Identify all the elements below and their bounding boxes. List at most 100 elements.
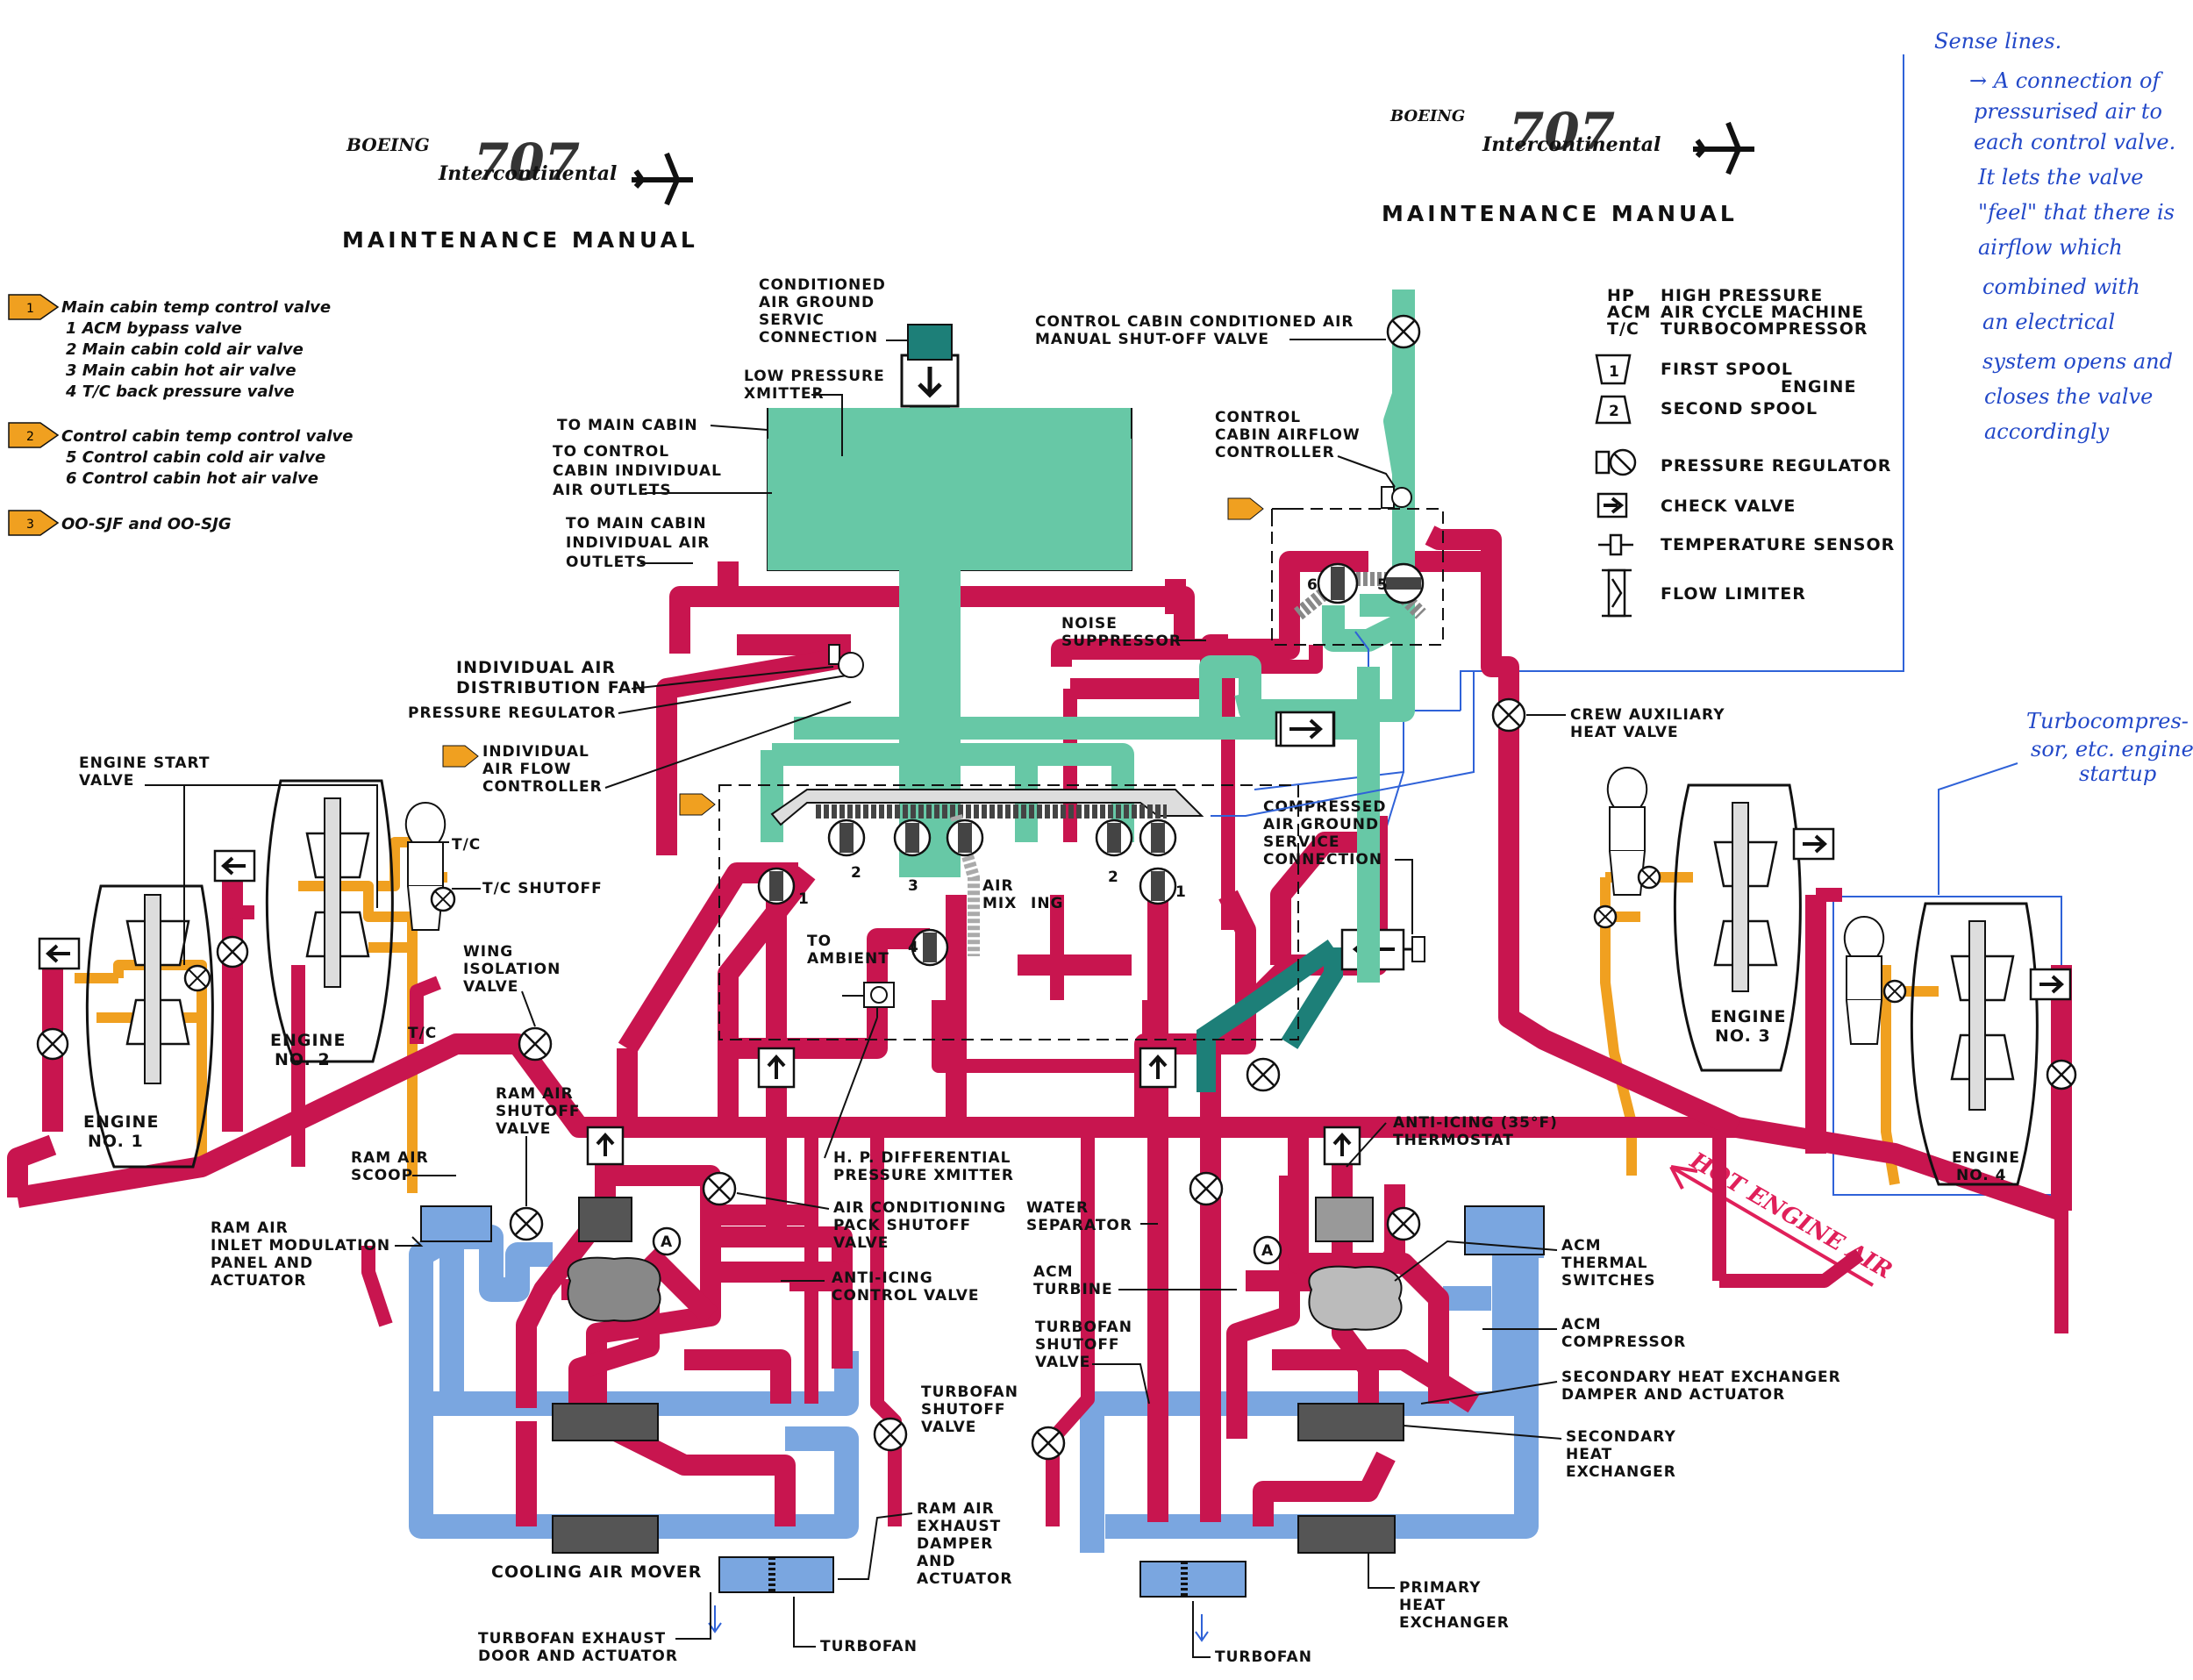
- marker-1-icon: [8, 294, 60, 320]
- airplane-icon: [632, 152, 693, 206]
- valve-icon: [946, 819, 984, 857]
- label-line: HEAT: [1399, 1597, 1446, 1614]
- note-line: each control valve.: [1974, 130, 2175, 154]
- label-line: SECONDARY: [1566, 1428, 1676, 1446]
- valve-icon: [757, 867, 796, 905]
- air-mix-manifold: 1 2 3 4 2 1 AIR MIX ING: [718, 508, 1444, 1040]
- label-line: SUPPRESSOR: [1061, 633, 1182, 650]
- pressure-regulator-icon: [828, 644, 864, 678]
- header-left: BOEING 707 Intercontinental MAINTENANCE …: [342, 132, 698, 253]
- label-line: ACM: [1561, 1237, 1602, 1255]
- note-line: pressurised air to: [1974, 99, 2162, 124]
- label-line: SHUTOFF: [496, 1103, 581, 1120]
- label-line: RAM AIR: [917, 1500, 995, 1518]
- label-line: SHUTOFF: [921, 1401, 1006, 1419]
- engine-3-label: ENGINE: [1711, 1007, 1786, 1026]
- label-line: PANEL AND: [211, 1255, 313, 1272]
- label-line: VALVE: [463, 978, 518, 996]
- legend-item: 6 Control cabin hot air valve: [66, 469, 318, 488]
- note-line: sor, etc. engine: [2031, 737, 2193, 761]
- label-line: TURBOFAN: [820, 1638, 918, 1655]
- legend-title-2: Control cabin temp control valve: [61, 427, 353, 446]
- label-line: TURBOFAN: [1215, 1648, 1312, 1666]
- label-line: TURBOFAN: [921, 1383, 1018, 1401]
- manual-title-left: MAINTENANCE MANUAL: [342, 227, 698, 253]
- svg-text:2: 2: [1609, 403, 1620, 420]
- primary-heat-exchanger-icon: [552, 1515, 659, 1554]
- label-line: CABIN INDIVIDUAL: [553, 462, 722, 480]
- engine-4-label: NO. 4: [1956, 1167, 2007, 1184]
- legend-title-1: Main cabin temp control valve: [61, 298, 331, 317]
- label-line: CABIN AIRFLOW: [1215, 426, 1361, 444]
- label-line: CREW AUXILIARY: [1570, 706, 1725, 724]
- legend-item: 3 Main cabin hot air valve: [66, 361, 296, 380]
- symbol-label: PRESSURE REGULATOR: [1661, 456, 1891, 475]
- svg-text:1: 1: [1609, 363, 1620, 381]
- valve-icon: [893, 819, 932, 857]
- engine-2: 1 2: [265, 779, 394, 1063]
- label-line: HEAT VALVE: [1570, 724, 1679, 741]
- acm-icon: [567, 1256, 661, 1322]
- label-line: TO CONTROL: [553, 443, 669, 461]
- abbr-value: TURBOCOMPRESSOR: [1661, 319, 1868, 339]
- label-line: AIR OUTLETS: [553, 482, 672, 499]
- valve-icon: [216, 935, 249, 969]
- label-line: PRESSURE REGULATOR: [408, 704, 617, 722]
- note-line: → A connection of: [1969, 68, 2163, 93]
- engine-3: 1 2: [1673, 783, 1802, 1072]
- conditioned-air-ducts: [761, 290, 1415, 983]
- label-line: ISOLATION: [463, 961, 561, 978]
- pack-shutoff-valve-icon: [702, 1171, 737, 1206]
- label-line: DAMPER AND ACTUATOR: [1561, 1386, 1785, 1404]
- label-line: TURBOFAN: [1035, 1319, 1132, 1336]
- pack-right-components: A: [1139, 1197, 1404, 1642]
- label-line: ENGINE START: [79, 754, 210, 772]
- note-line: system opens and: [1982, 349, 2173, 374]
- legend-right: HP HIGH PRESSURE ACM AIR CYCLE MACHINE T…: [1595, 286, 1894, 618]
- label-line: SERVIC: [759, 311, 825, 329]
- turbofan-icon: [718, 1556, 834, 1593]
- turbofan-shutoff-left-icon: [873, 1417, 908, 1452]
- label-line: THERMOSTAT: [1393, 1132, 1514, 1149]
- engine-2-label: ENGINE: [270, 1031, 346, 1050]
- label-line: HEAT: [1566, 1446, 1612, 1463]
- label-line: SEPARATOR: [1026, 1217, 1132, 1234]
- pressure-indicator-icon: A: [652, 1226, 682, 1256]
- label-line: VALVE: [1035, 1354, 1090, 1371]
- note-line: an electrical: [1982, 310, 2115, 334]
- label-line: AIR GROUND: [759, 294, 875, 311]
- label-line: AIR GROUND: [1263, 816, 1379, 833]
- air-mix-label: ING: [1031, 895, 1064, 912]
- legend-item: 2 Main cabin cold air valve: [66, 340, 304, 359]
- primary-heat-exchanger-icon: [1297, 1515, 1396, 1554]
- arrow-right-icon: [1279, 711, 1335, 747]
- label-line: VALVE: [833, 1234, 889, 1252]
- hot-engine-air-note: HOT ENGINE AIR: [1669, 1147, 1897, 1287]
- control-cabin-shutoff-valve-icon: [1386, 314, 1421, 349]
- second-spool-icon: 2: [1595, 395, 1632, 425]
- label-line: ACM: [1033, 1263, 1074, 1281]
- label-line: TURBOFAN EXHAUST: [478, 1630, 666, 1648]
- label-line: ANTI-ICING: [832, 1269, 933, 1287]
- marker-3-number: 3: [26, 518, 34, 532]
- legend-item: 5 Control cabin cold air valve: [66, 448, 325, 467]
- label-line: PACK SHUTOFF: [833, 1217, 971, 1234]
- abbr-key: T/C: [1607, 319, 1639, 339]
- label-line: CONDITIONED: [759, 276, 886, 294]
- air-mix-label: MIX: [982, 895, 1017, 912]
- symbol-label: CHECK VALVE: [1661, 497, 1796, 516]
- label-line: THERMAL: [1561, 1255, 1647, 1272]
- arrow-right-icon: [2029, 968, 2072, 1001]
- pressure-regulator-icon: [1595, 448, 1637, 476]
- label-line: SCOOP: [351, 1167, 413, 1184]
- marker-2-number: 2: [26, 430, 34, 444]
- label-line: VALVE: [496, 1120, 551, 1138]
- label-line: TO: [807, 933, 832, 950]
- symbol-label: SECOND SPOOL: [1661, 399, 1818, 418]
- engine-1-label: ENGINE: [83, 1112, 159, 1132]
- valve-icon: [1386, 1206, 1421, 1241]
- temperature-sensor-icon: [1598, 533, 1633, 556]
- svg-text:A: A: [1261, 1242, 1274, 1260]
- turbocompressor-engine4: [1843, 915, 1885, 1045]
